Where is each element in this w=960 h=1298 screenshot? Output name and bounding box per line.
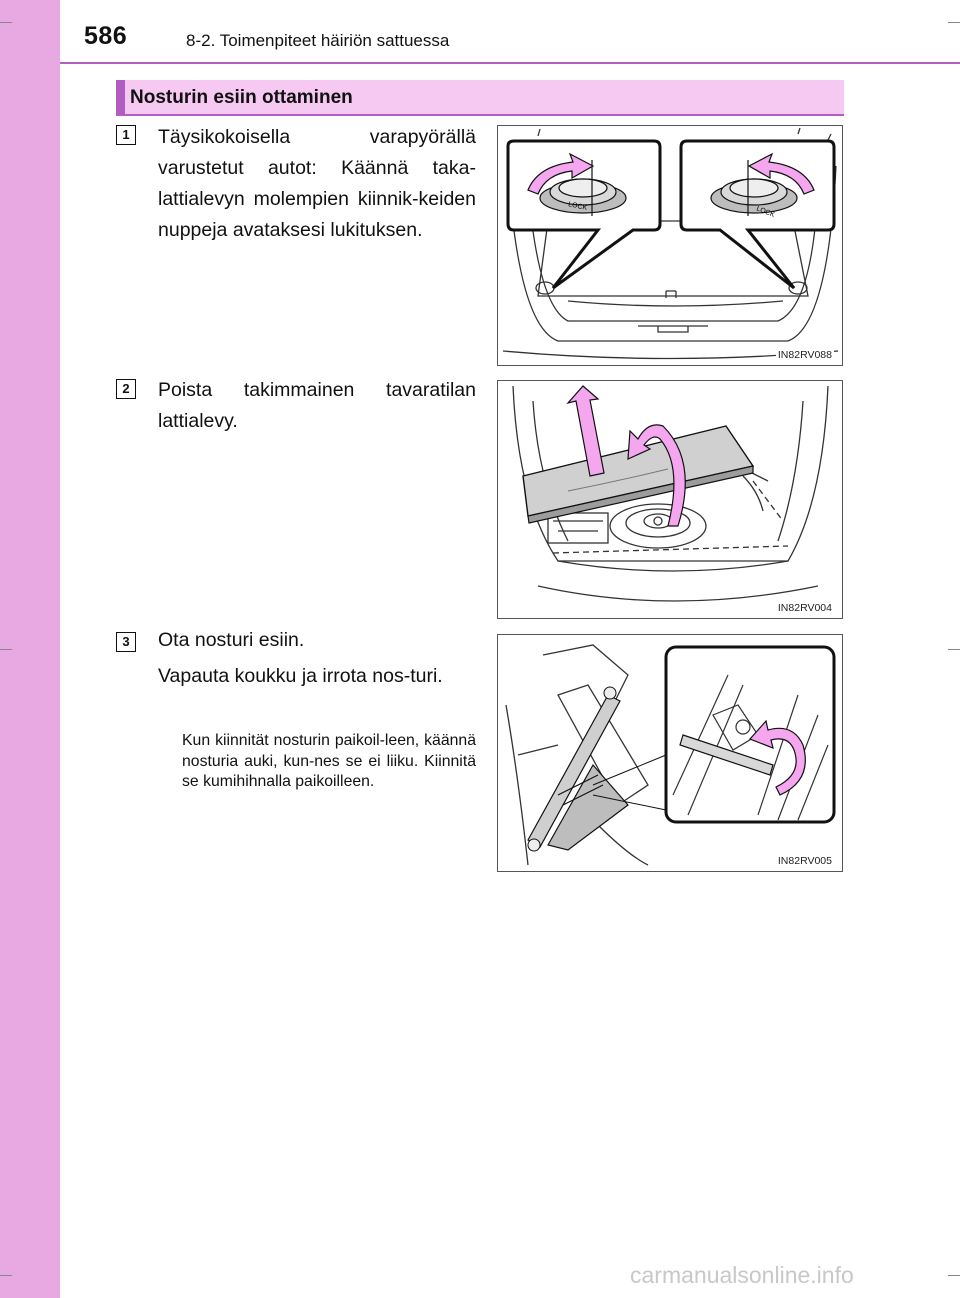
callout-box xyxy=(664,645,836,824)
figure-remove-floor-board: IN82RV004 xyxy=(497,380,843,619)
section-header xyxy=(116,80,844,114)
rotate-arrow-icon xyxy=(527,152,595,195)
step-1-text: Täysikokoisella varapyörällä varustetut … xyxy=(158,126,476,241)
crop-mark xyxy=(0,1275,12,1276)
figure-release-jack: IN82RV005 xyxy=(497,634,843,872)
section-accent xyxy=(116,80,125,114)
trunk-floor-illustration: LOCK LOCK xyxy=(502,127,839,360)
rotate-arrow-icon xyxy=(747,152,815,195)
crop-mark xyxy=(948,1275,960,1276)
crop-mark xyxy=(948,22,960,23)
step-3-text: Ota nosturi esiin. xyxy=(158,629,305,651)
crop-mark xyxy=(948,649,960,650)
step-3-text-2: Vapauta koukku ja irrota nos-turi. xyxy=(158,665,443,687)
step-3-note: Kun kiinnität nosturin paikoil-leen, kää… xyxy=(182,732,476,790)
chapter-title: 8-2. Toimenpiteet häiriön sattuessa xyxy=(186,31,450,50)
step-number-1: 1 xyxy=(116,125,136,145)
rotate-arrow-icon xyxy=(748,719,806,796)
jack-illustration xyxy=(505,644,836,866)
knob-left-label: LOCK xyxy=(568,201,588,212)
section-divider xyxy=(116,114,844,116)
figure-code: IN82RV004 xyxy=(775,602,834,614)
watermark: carmanualsonline.info xyxy=(630,1262,854,1288)
figure-code: IN82RV005 xyxy=(775,855,834,867)
header-divider xyxy=(60,62,960,64)
page-number: 586 xyxy=(84,22,128,50)
rotate-arrow-icon xyxy=(627,424,686,527)
step-number-2: 2 xyxy=(116,379,136,399)
step-2-text: Poista takimmainen tavaratilan lattialev… xyxy=(158,379,476,432)
section-title: Nosturin esiin ottaminen xyxy=(130,87,353,108)
lift-arrow-icon xyxy=(566,385,605,477)
crop-mark xyxy=(0,22,12,23)
trunk-board-illustration xyxy=(512,385,829,602)
figure-code: IN82RV088 xyxy=(775,349,834,361)
step-number-3: 3 xyxy=(116,632,136,652)
figure-knob-unlock: LOCK LOCK IN82RV088 xyxy=(497,125,843,366)
crop-mark xyxy=(0,649,12,650)
